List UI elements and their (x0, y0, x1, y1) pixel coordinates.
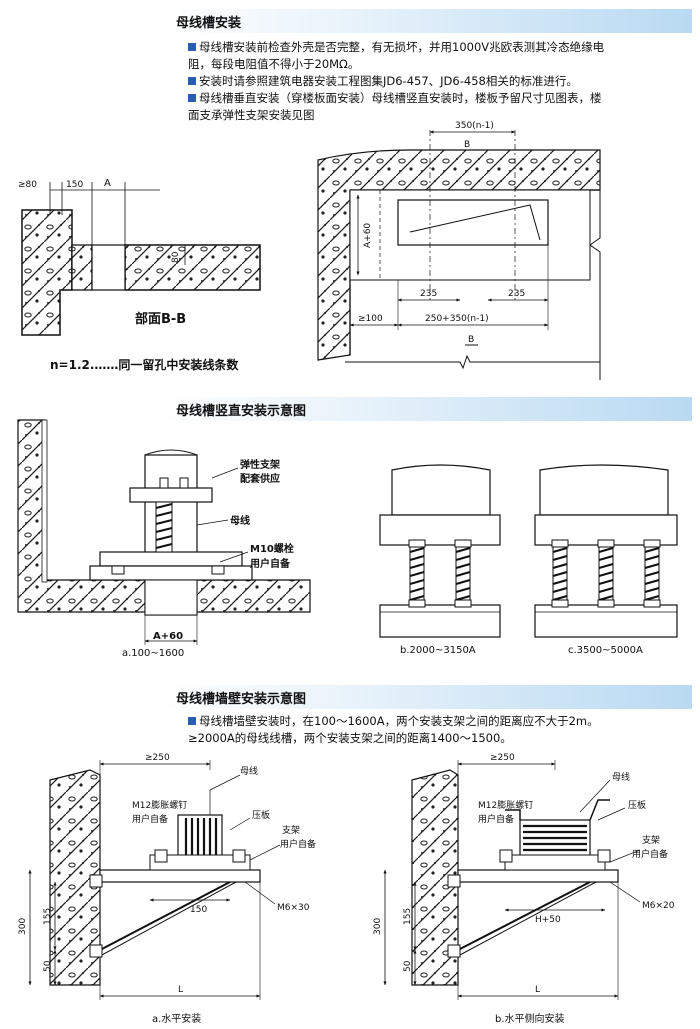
intro-item-1: 母线槽安装前检查外壳是否完整，有无损坏，并用1000V兆欧表测其冷态绝缘电阻，每… (188, 40, 605, 71)
wall-note-line-1: 母线槽墙壁安装时，在100～1600A，两个安装支架之间的距离应不大于2m。 (188, 713, 688, 730)
label-m10-bolt: M10螺栓 (250, 542, 294, 555)
dim-235-left: 235 (420, 289, 437, 299)
dim-350-n1: 350(n-1) (455, 121, 494, 131)
label-m6: M6×20 (642, 901, 675, 911)
dim-total: 250+350(n-1) (425, 314, 489, 324)
dim-h50: H+50 (535, 915, 561, 925)
figure-wall-horizontal: 母线 ≥250 M12膨胀螺钉 用户自备 压板 支架 用户自备 150 M6×3… (18, 753, 316, 1025)
label-busbar: 母线 (240, 765, 258, 777)
wall-note-line-2: ≥2000A的母线线槽，两个安装支架之间的距离1400～1500。 (188, 731, 512, 745)
section-marker-b-top: B (464, 140, 470, 150)
section-title: 母线槽墙壁安装示意图 (176, 692, 307, 707)
intro-text: 母线槽安装前检查外壳是否完整，有无损坏，并用1000V兆欧表测其冷态绝缘电阻，每… (188, 39, 608, 124)
label-busbar: 母线 (230, 514, 250, 527)
caption-wall-horizontal: a.水平安装 (152, 1012, 201, 1025)
dim-a60: A+60 (363, 223, 373, 248)
spring-bolt (408, 539, 426, 608)
dim-l: L (535, 985, 540, 995)
dim-150: 150 (190, 905, 207, 915)
dim-100: ≥100 (358, 314, 383, 324)
label-support-supply: 用户自备 (280, 838, 316, 850)
label-support: 支架 (642, 834, 660, 846)
dim-300: 300 (373, 918, 383, 935)
dim-250: ≥250 (490, 753, 515, 763)
dim-300: 300 (18, 918, 28, 935)
dim-80: ≥80 (18, 180, 37, 190)
dim-235-right: 235 (508, 289, 525, 299)
dim-a60: A+60 (153, 631, 183, 642)
figure-vertical-install-b: b.2000~3150A (379, 464, 501, 656)
label-spring-supply: 配套供应 (240, 472, 280, 485)
label-plate: 压板 (628, 799, 646, 811)
label-anchor-supply: 用户自备 (132, 813, 168, 825)
label-support-supply: 用户自备 (632, 848, 668, 860)
installation-count-note: n=1.2.……同一留孔中安装线条数 (50, 357, 239, 372)
dim-50: 50 (43, 960, 53, 972)
section-bar-busway-install: 母线槽安装 (160, 9, 692, 33)
section-bar-vertical-install: 母线槽竖直安装示意图 (160, 397, 692, 421)
figure-wall-side: 母线 ≥250 M12膨胀螺钉 用户自备 压板 支架 用户自备 H+50 M6×… (373, 753, 675, 1025)
dim-155: 155 (43, 908, 53, 925)
dim-150: 150 (66, 180, 83, 190)
section-marker-b-bottom: B (468, 335, 474, 345)
bullet-icon (188, 43, 196, 51)
dim-250: ≥250 (145, 753, 170, 763)
spring-bolt (597, 539, 615, 608)
label-support: 支架 (282, 824, 300, 836)
label-anchor: M12膨胀螺钉 (132, 799, 187, 811)
section-label: 部面B-B (135, 311, 186, 327)
label-plate: 压板 (252, 809, 270, 821)
label-spring-support: 弹性支架 (240, 458, 280, 471)
caption-b: b.2000~3150A (400, 645, 476, 656)
label-bolt-supply: 用户自备 (249, 557, 291, 570)
figure-vertical-install-c: c.3500~5000A (534, 464, 678, 656)
bullet-icon (188, 94, 196, 102)
bullet-icon (188, 77, 196, 85)
caption-wall-side: b.水平侧向安装 (495, 1012, 565, 1025)
spring-bolt (454, 539, 472, 608)
section-bar-wall-install: 母线槽墙壁安装示意图 (160, 685, 692, 709)
dim-a: A (104, 178, 111, 189)
label-busbar: 母线 (612, 771, 630, 783)
wall-install-note: 母线槽墙壁安装时，在100～1600A，两个安装支架之间的距离应不大于2m。 ≥… (188, 713, 688, 747)
bullet-icon (188, 717, 196, 725)
figure-section-b-b: ≥80 150 A 80 部面B-B n=1.2.……同一留孔中安装线条数 (18, 178, 261, 372)
spring-bolt (643, 539, 661, 608)
dim-155: 155 (403, 908, 413, 925)
caption-a: a.100~1600 (122, 648, 184, 659)
label-m6: M6×30 (277, 903, 310, 913)
label-anchor-supply: 用户自备 (478, 813, 514, 825)
spring-bolt (551, 539, 569, 608)
dim-l: L (178, 985, 183, 995)
figure-floor-opening-plan: 350(n-1) B A+60 235 235 ≥100 250+350(n-1… (317, 121, 601, 380)
caption-c: c.3500~5000A (568, 645, 643, 656)
figure-vertical-install-a: 弹性支架 配套供应 母线 M10螺栓 用户自备 A+60 a.100~1600 (17, 419, 311, 659)
dim-80b: 80 (171, 251, 181, 263)
intro-item-3: 母线槽垂直安装（穿楼板面安装）母线槽竖直安装时，楼板予留尺寸见图表，楼面支承弹性… (188, 91, 602, 122)
dim-50: 50 (403, 960, 413, 972)
intro-item-2: 安装时请参照建筑电器安装工程图集JD6-457、JD6-458相关的标准进行。 (188, 73, 608, 90)
section-title: 母线槽安装 (176, 16, 242, 31)
label-anchor: M12膨胀螺钉 (478, 799, 533, 811)
section-title: 母线槽竖直安装示意图 (176, 404, 307, 419)
